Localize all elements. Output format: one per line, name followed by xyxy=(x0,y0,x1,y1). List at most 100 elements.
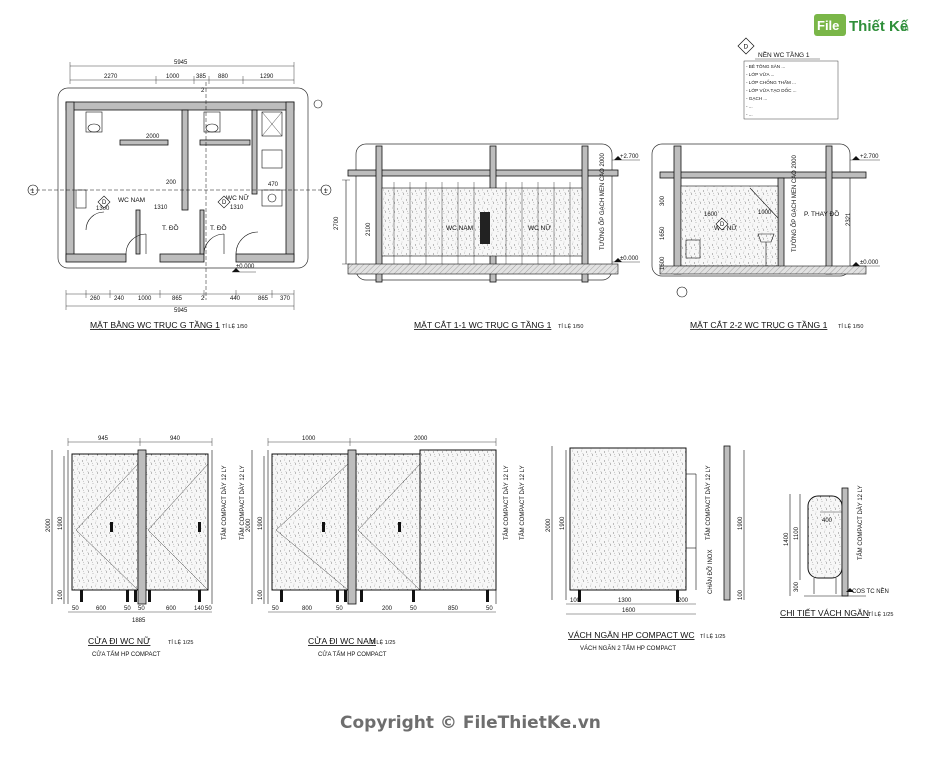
partition-dim-right: 1900 xyxy=(738,516,744,530)
door-handle-icon xyxy=(198,522,201,532)
door-nu-post xyxy=(137,449,147,605)
door-nu-note: TẤM COMPACT DÀY 12 LY xyxy=(239,465,246,540)
door-nu-note: TẤM COMPACT DÀY 12 LY xyxy=(221,465,228,540)
partition-dim-bottom: 200 xyxy=(678,598,689,604)
door-nu-panel xyxy=(145,453,209,591)
plan-wall-top xyxy=(65,101,295,111)
detail-dim-top: 400 xyxy=(822,518,833,524)
level-triangle-icon xyxy=(852,156,860,160)
plan-dim-bottom: 260 xyxy=(90,296,101,302)
shaft-icon xyxy=(261,111,283,137)
plan-frame xyxy=(57,87,309,269)
section22-level-top: +2.700 xyxy=(860,154,879,160)
door-nam-dim-bottom: 50 xyxy=(272,606,279,612)
plan-inner-dim: 470 xyxy=(268,182,279,188)
partition-dim-right: 100 xyxy=(738,589,744,600)
door-nam-dim-bottom: 200 xyxy=(382,606,393,612)
door-nu-dim-bottom: 140 xyxy=(194,606,205,612)
door-nu-dim-left: 1900 xyxy=(58,516,64,530)
partition-scale: TỈ LỆ 1/25 xyxy=(700,632,725,640)
section22-room-pthat: P. THAY ĐỒ xyxy=(804,208,839,218)
plan-inner-dim: 1310 xyxy=(230,205,244,211)
door-swing-icon xyxy=(275,463,349,591)
door-nu-subtitle: CỬA TẤM HP COMPACT xyxy=(92,651,161,658)
partition-side-view xyxy=(723,445,731,601)
grid-bubble-icon xyxy=(676,286,688,298)
partition-note: TẤM COMPACT DÀY 12 LY xyxy=(705,465,712,540)
section11-dim: 2100 xyxy=(366,222,372,236)
section11-note: TƯỜNG ỐP GẠCH MEN CAO 2000 xyxy=(599,152,606,250)
plan-wall-bottom xyxy=(65,253,127,263)
axis-bubble-icon xyxy=(27,184,39,196)
section22-marker: D xyxy=(720,222,725,228)
section22-dim-right: 2321 xyxy=(846,212,852,226)
section22-column xyxy=(673,145,682,275)
door-nu-dim-left: 100 xyxy=(58,589,64,600)
door-nu-scale: TỈ LỆ 1/25 xyxy=(168,638,193,646)
door-nu-dim-left: 2000 xyxy=(46,518,52,532)
door-nam-dim-bottom: 50 xyxy=(336,606,343,612)
floor-plan: 5945 2270 1000 385 880 1290 xyxy=(27,60,332,330)
section22-tile-wall xyxy=(680,185,779,267)
door-nu-dim-bottom: 600 xyxy=(166,606,177,612)
section22-dim: 1600 xyxy=(704,212,718,218)
plan-wall-left xyxy=(65,101,75,261)
detail-note-floor: COS TC NỀN xyxy=(852,588,889,595)
partition-feet xyxy=(578,590,679,602)
door-nu-dim-bottom: 600 xyxy=(96,606,107,612)
section22-dim: 1000 xyxy=(758,210,772,216)
door-nu-panel xyxy=(71,453,139,591)
section22-dim: 1650 xyxy=(660,226,666,240)
detail-dim-left: 1100 xyxy=(794,526,800,540)
section11-level-bottom: ±0.000 xyxy=(620,256,639,262)
plan-wall-shaft xyxy=(251,109,258,195)
section22-partition xyxy=(749,187,779,219)
plan-partition xyxy=(119,139,169,146)
section22-floor xyxy=(659,265,867,275)
room-label-t-do: T. ĐỒ xyxy=(162,222,179,232)
door-handle-icon xyxy=(322,522,325,532)
door-wc-nu: 945 940 2000 1900 100 TẤM COMPACT DÀY 12… xyxy=(46,436,246,658)
plan-dim-total-top: 5945 xyxy=(174,60,188,66)
section-1-1: 2700 2100 WC NAM WC NỮ TƯỜNG ỐP GẠCH MEN… xyxy=(334,143,640,330)
door-nam-dim-bottom: 850 xyxy=(448,606,459,612)
axis-label: 2 xyxy=(201,88,205,94)
room-label-wc-nam: WC NAM xyxy=(118,197,145,204)
section11-dim: 2700 xyxy=(334,216,340,230)
section11-frame xyxy=(355,143,613,281)
door-handle-icon xyxy=(398,522,401,532)
plan-dim-total-bottom: 5945 xyxy=(174,308,188,314)
door-nam-dim-top: 1000 xyxy=(302,436,316,442)
plan-inner-dim: 1310 xyxy=(154,205,168,211)
door-nu-dim-total: 1885 xyxy=(132,618,146,624)
door-nam-panel xyxy=(419,449,497,591)
plan-dim-top: 1000 xyxy=(166,74,180,80)
section11-slab xyxy=(347,169,619,177)
detail-title: CHI TIẾT VÁCH NGĂN xyxy=(780,608,869,618)
door-nam-note: TẤM COMPACT DÀY 12 LY xyxy=(503,465,510,540)
section22-room-nu: WC NỮ xyxy=(714,223,737,232)
legend-line: - ... xyxy=(746,104,753,109)
door-swing-icon xyxy=(75,463,139,591)
door-nam-dim-bottom: 50 xyxy=(486,606,493,612)
door-nam-scale: TỈ LỆ 1/25 xyxy=(370,638,395,646)
copyright-watermark: Copyright © FileThietKe.vn xyxy=(340,713,601,733)
axis-bubble-icon xyxy=(320,184,332,196)
plan-dim-bottom: 370 xyxy=(280,296,291,302)
floor-marker-icon xyxy=(217,195,231,209)
plan-dim-bottom: 240 xyxy=(114,296,125,302)
level-triangle-icon xyxy=(614,258,622,262)
room-label-t-do: T. ĐỒ xyxy=(210,222,227,232)
legend-line: - ... xyxy=(746,112,753,117)
door-nu-dim-bottom: 50 xyxy=(124,606,131,612)
partition-hp-compact: 2000 1900 TẤM COMPACT DÀY 12 LY CHÂN ĐỠ … xyxy=(546,445,745,652)
door-swing-icon xyxy=(235,231,259,255)
door-nam-feet xyxy=(280,590,489,602)
detail-panel xyxy=(807,495,843,579)
door-nam-post xyxy=(347,449,357,605)
section11-level-top: +2.700 xyxy=(620,154,639,160)
section11-column xyxy=(375,145,383,283)
level-triangle-icon xyxy=(852,262,860,266)
door-wc-nam: 1000 2000 2000 1900 100 TẤM COMPACT DÀY … xyxy=(246,436,526,658)
